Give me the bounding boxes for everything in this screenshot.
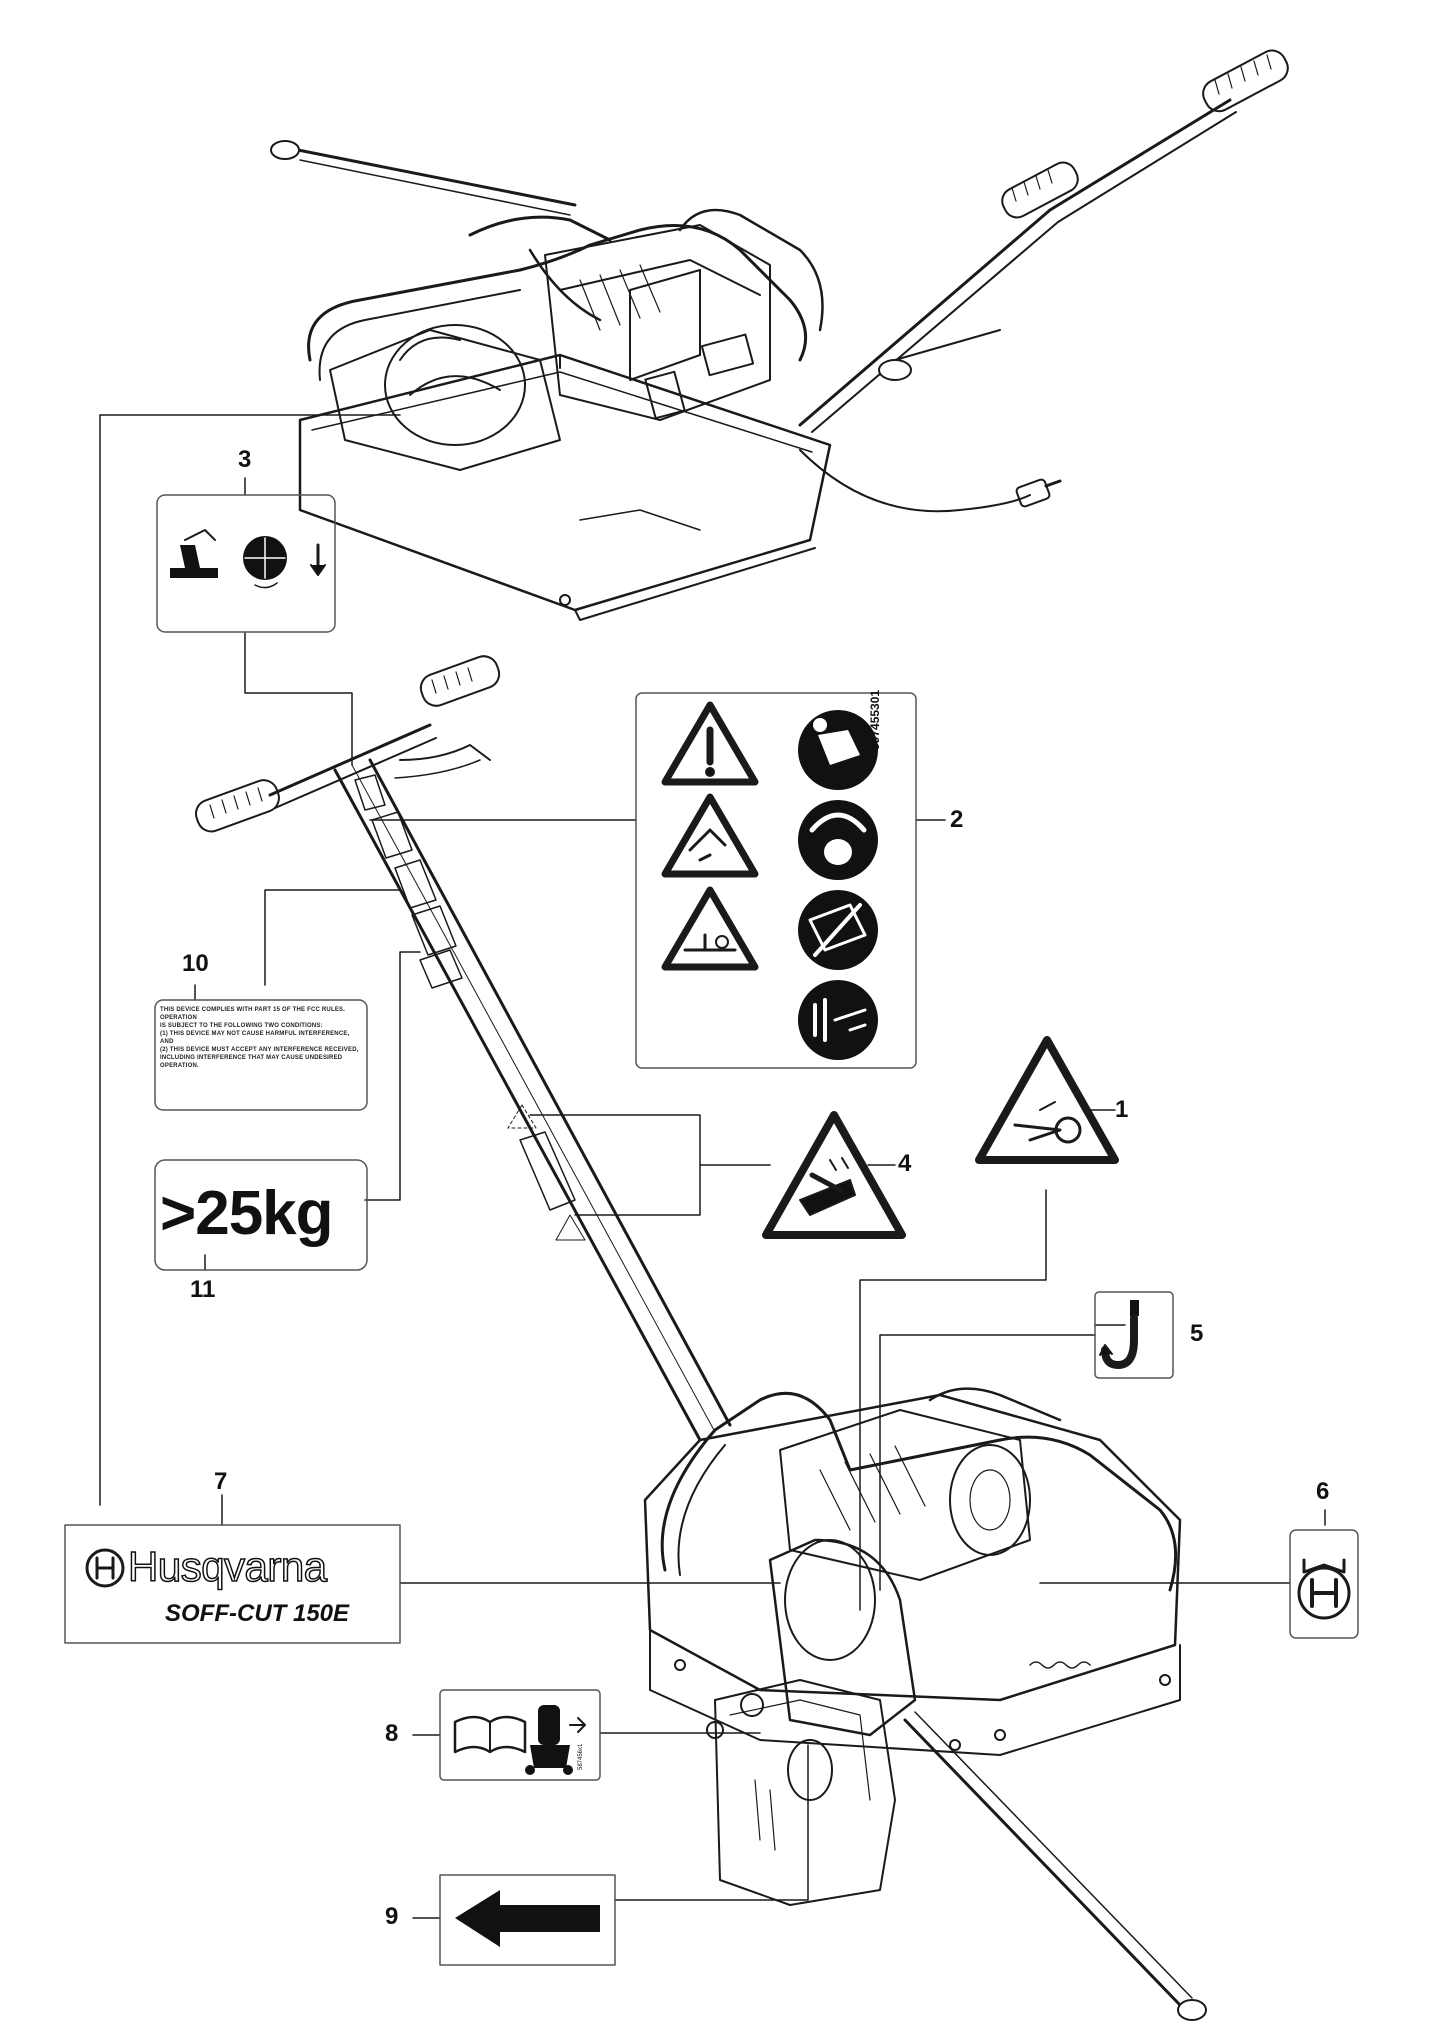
notice-text-block: THIS DEVICE COMPLIES WITH PART 15 OF THE…	[160, 1006, 360, 1070]
callout-4: 4	[898, 1150, 912, 1177]
machine-bottom-illustration	[195, 655, 1207, 2021]
decal-11-weight	[154, 1159, 368, 1271]
decal-2-safety-panel	[635, 692, 917, 1069]
callout-11: 11	[190, 1276, 216, 1303]
callout-2: 2	[950, 806, 964, 833]
callout-10: 10	[182, 950, 209, 977]
leader-lines	[99, 414, 1326, 1919]
decal-3-blade-depth	[156, 494, 336, 633]
notice-line: IS SUBJECT TO THE FOLLOWING TWO CONDITIO…	[160, 1023, 323, 1029]
callout-5: 5	[1190, 1320, 1204, 1347]
decal-10-notice	[154, 999, 368, 1111]
notice-line: OPERATION.	[160, 1063, 199, 1069]
callout-7: 7	[214, 1468, 228, 1495]
callout-3: 3	[238, 446, 252, 473]
decal-5-lifting-hook	[1094, 1291, 1174, 1379]
notice-line: (1) THIS DEVICE MAY NOT CAUSE HARMFUL IN…	[160, 1031, 350, 1045]
decal-7-brand-banner	[64, 1524, 401, 1644]
callout-1: 1	[1115, 1096, 1129, 1123]
decal-6-brand-logo	[1289, 1529, 1359, 1639]
callout-8: 8	[385, 1720, 399, 1747]
notice-line: INCLUDING INTERFERENCE THAT MAY CAUSE UN…	[160, 1055, 343, 1061]
brand-name: Husqvarna	[127, 1542, 328, 1591]
machine-top-illustration	[270, 49, 1289, 621]
callout-6: 6	[1316, 1478, 1330, 1505]
weight-label: >25kg	[160, 1179, 334, 1248]
decal-8-dust-collection	[439, 1689, 601, 1781]
decal-1-blade-warning	[975, 1036, 1119, 1164]
part-number-vertical: 597455301	[868, 689, 882, 750]
model-name: SOFF-CUT 150E	[165, 1600, 350, 1627]
notice-line: (2) THIS DEVICE MUST ACCEPT ANY INTERFER…	[160, 1047, 359, 1053]
direction-arrow-icon	[455, 1890, 600, 1947]
notice-line: THIS DEVICE COMPLIES WITH PART 15 OF THE…	[160, 1007, 346, 1021]
decal-9-direction-arrow	[439, 1874, 616, 1966]
decal-4-crush-warning	[762, 1111, 906, 1239]
callout-9: 9	[385, 1903, 399, 1930]
dust-label-code: 587456x1	[578, 1743, 584, 1770]
